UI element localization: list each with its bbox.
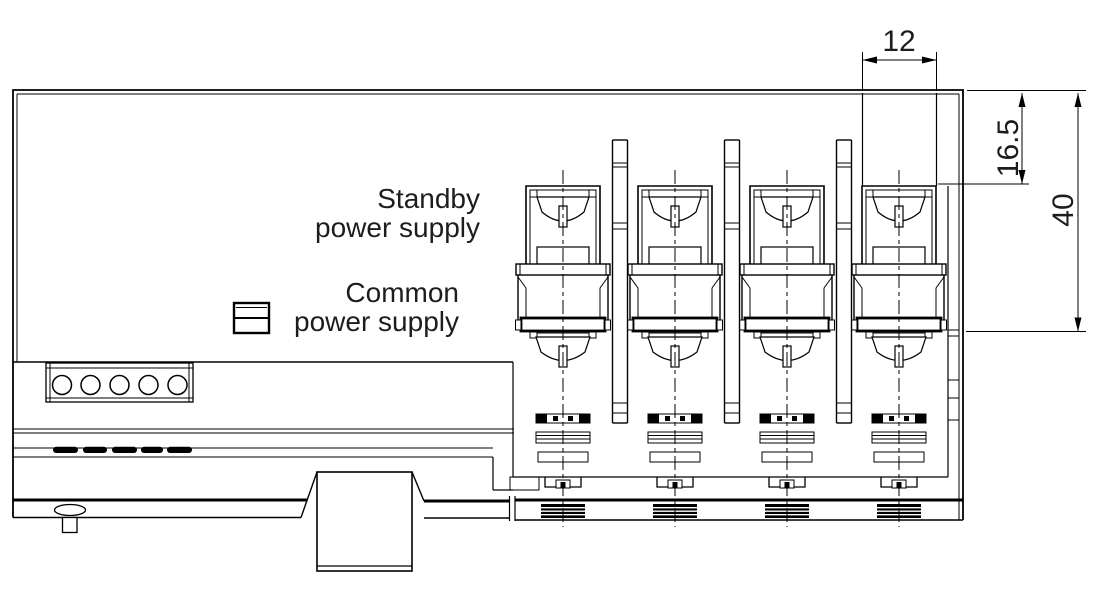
terminal-column [738, 168, 836, 529]
arrowhead-icon [922, 56, 937, 64]
arrowhead-icon [1074, 93, 1082, 107]
arrowhead-icon [1074, 317, 1082, 332]
standby-label-line2: power supply [315, 212, 480, 243]
vent-slot [83, 446, 107, 453]
divider-post [611, 139, 629, 424]
arrowhead-icon [1018, 170, 1026, 184]
arrowhead-icon [862, 56, 877, 64]
dimension-12 [862, 52, 937, 91]
terminal-base-rail [513, 476, 963, 521]
din-rail-clip [316, 471, 413, 572]
terminal-bay-walls [861, 93, 938, 186]
wire-hole [167, 374, 188, 396]
wire-hole [138, 374, 159, 396]
wire-hole-strip [45, 362, 194, 403]
dimension-value-40: 40 [1047, 193, 1080, 226]
wire-hole [109, 374, 130, 396]
vent-slot [53, 446, 78, 453]
right-side-wall [947, 186, 959, 477]
vent-slots [53, 446, 192, 453]
indicator-window-icon [232, 301, 271, 335]
dimension-value-12: 12 [882, 25, 915, 58]
bottom-edge [13, 471, 516, 572]
annotations: Standby power supply Common power supply… [294, 25, 1080, 337]
divider-post [723, 139, 741, 424]
vent-slot [167, 446, 192, 453]
body-outline [12, 89, 964, 520]
common-label-line2: power supply [294, 306, 459, 337]
dimension-value-16-5: 16.5 [992, 119, 1025, 177]
terminal-columns [514, 168, 948, 529]
wire-hole [80, 374, 101, 396]
dimension-16-5 [938, 90, 1086, 185]
divider-posts [611, 139, 853, 424]
terminal-column [850, 168, 948, 529]
terminal-column [626, 168, 724, 529]
standby-label-line1: Standby [377, 183, 480, 214]
vent-slot [141, 446, 163, 453]
vent-slot [112, 446, 137, 453]
wire-hole [51, 374, 73, 396]
foot-tab [61, 516, 78, 534]
arrowhead-icon [1018, 93, 1026, 107]
device-body [12, 89, 964, 520]
foot-oval [53, 503, 87, 517]
terminal-column [514, 168, 612, 529]
common-label-line1: Common [345, 277, 459, 308]
base-notch [509, 476, 540, 491]
dimension-40 [966, 93, 1086, 332]
divider-post [835, 139, 853, 424]
